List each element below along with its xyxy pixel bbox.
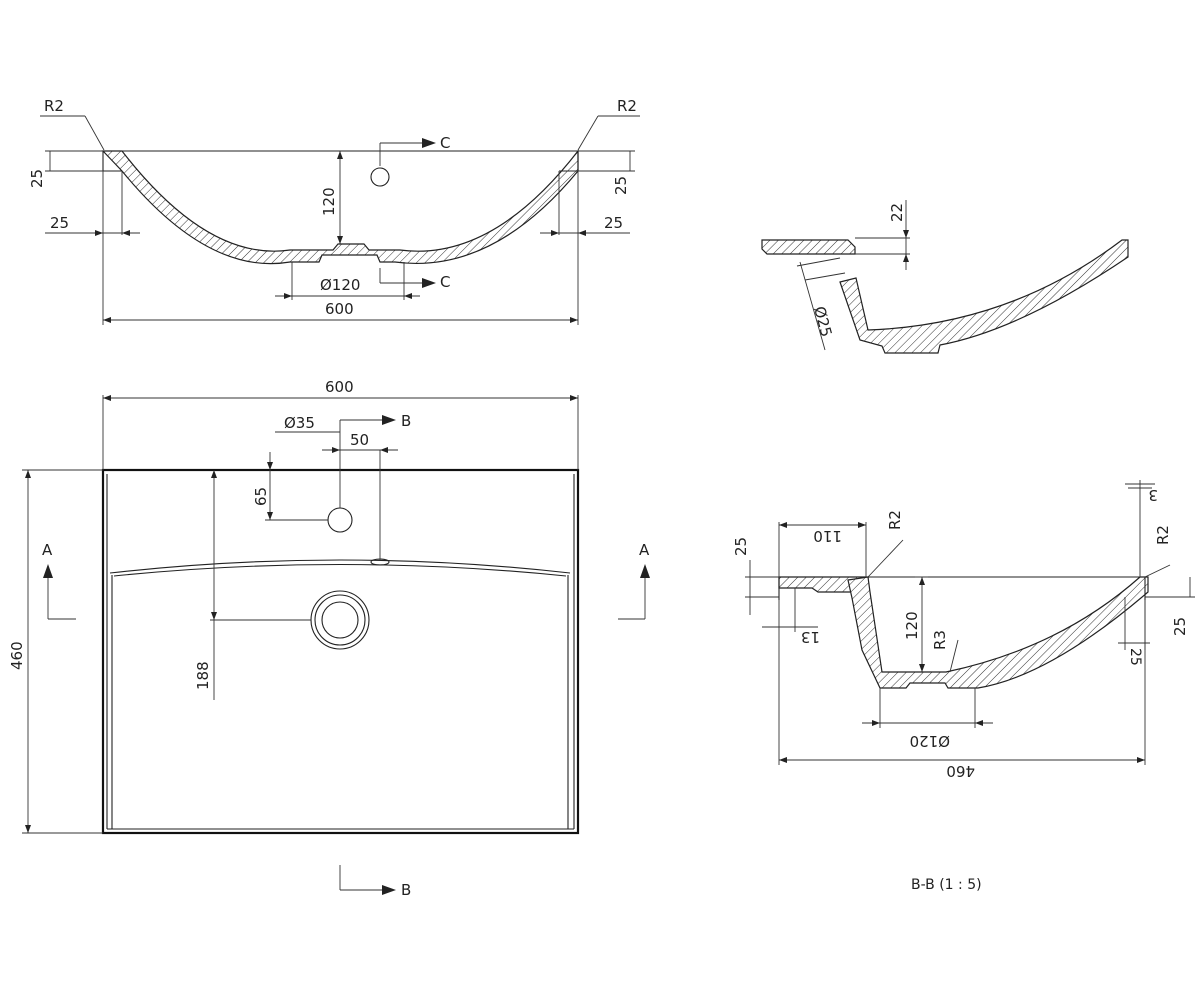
section-b-top-arrow xyxy=(382,415,396,425)
top-drain-outer xyxy=(310,590,370,650)
front-basin-section xyxy=(101,149,579,265)
bb-r3-leader xyxy=(949,639,959,673)
section-c-top-label: C xyxy=(440,134,450,152)
bb-r3-label: R3 xyxy=(931,630,949,650)
front-left-h25-arrow xyxy=(95,230,103,236)
detail-c-25-ext2 xyxy=(804,272,846,281)
bb-120-arrow-b xyxy=(919,664,925,672)
top-basin-front-curve xyxy=(109,559,571,574)
front-width-arrow-r xyxy=(570,317,578,323)
bb-460-label: 460 xyxy=(946,762,975,780)
bb-110-label: 110 xyxy=(813,527,842,545)
front-r2-right-leader2 xyxy=(577,115,599,151)
top-65-arrow-t xyxy=(267,462,273,470)
bb-25l-label: 25 xyxy=(732,537,750,556)
bb-460-arrow-l xyxy=(779,757,787,763)
section-b-top-label: B xyxy=(401,412,411,430)
bb-120-arrow-t xyxy=(919,577,925,585)
bb-110-arrow-r xyxy=(858,522,866,528)
top-height-arrow-b xyxy=(25,825,31,833)
front-right-h25-label: 25 xyxy=(604,214,623,232)
top-hole-dia-label: Ø35 xyxy=(284,414,315,432)
top-188-arrow-b xyxy=(211,612,217,620)
front-right-25-label: 25 xyxy=(612,176,630,195)
section-b-bot-arrow xyxy=(382,885,396,895)
top-basin-front-curve2 xyxy=(113,563,567,577)
bb-25r-label: 25 xyxy=(1171,617,1189,636)
bb-drain-arrow-l xyxy=(872,720,880,726)
top-width-label: 600 xyxy=(325,378,354,396)
section-a-right-label: A xyxy=(639,541,650,559)
top-width-arrow-r xyxy=(570,395,578,401)
detail-c-22-arrow-t xyxy=(903,230,909,238)
detail-c-basin-section xyxy=(839,239,1129,354)
bb-460-arrow-r xyxy=(1137,757,1145,763)
front-r2-left-label: R2 xyxy=(44,97,64,115)
bb-3-label: 3 xyxy=(1148,486,1158,504)
front-depth-arrow-top xyxy=(337,151,343,159)
bb-r2-left-leader xyxy=(867,539,904,578)
bb-drain-arrow-r xyxy=(975,720,983,726)
bb-drain-label: Ø120 xyxy=(910,732,950,750)
top-188-arrow-t xyxy=(211,470,217,478)
bb-110-arrow-l xyxy=(779,522,787,528)
top-outline xyxy=(101,468,580,835)
section-c-top-arrow xyxy=(422,138,436,148)
front-drain-arrow-l xyxy=(284,293,292,299)
detail-c-25-dimline xyxy=(799,261,826,351)
section-a-right-arrow xyxy=(640,564,650,578)
front-r2-left-leader2 xyxy=(84,115,105,151)
bb-basin-section xyxy=(847,576,1149,689)
bb-120-label: 120 xyxy=(903,611,921,640)
section-b-bot-label: B xyxy=(401,881,411,899)
bb-r2-left-label: R2 xyxy=(886,510,904,530)
front-r2-right-label: R2 xyxy=(617,97,637,115)
top-drain-mid xyxy=(314,594,366,646)
top-188-label: 188 xyxy=(194,661,212,690)
front-overflow-hole xyxy=(370,167,390,187)
front-depth-label: 120 xyxy=(320,187,338,216)
section-c-bot-arrow xyxy=(422,278,436,288)
top-65-arrow-b xyxy=(267,512,273,520)
detail-c-view: 22 Ø25 xyxy=(761,200,1129,354)
top-offset-arrow-l xyxy=(332,447,340,453)
detail-c-rim-section xyxy=(761,239,856,255)
front-drain-label: Ø120 xyxy=(320,276,360,294)
top-offset-label: 50 xyxy=(350,431,369,449)
front-width-label: 600 xyxy=(325,300,354,318)
front-drain-arrow-r xyxy=(404,293,412,299)
top-height-label: 460 xyxy=(8,641,26,670)
detail-c-22-label: 22 xyxy=(888,203,906,222)
detail-c-25-ext1 xyxy=(796,257,841,267)
bb-25s-label: 25 xyxy=(1127,648,1143,666)
detail-c-25-label: Ø25 xyxy=(810,304,835,339)
bb-r2-right-leader xyxy=(1144,564,1171,578)
section-a-left-label: A xyxy=(42,541,53,559)
front-right-h25-arrow xyxy=(551,230,559,236)
section-a-left-arrow xyxy=(43,564,53,578)
front-depth-arrow-bot xyxy=(337,236,343,244)
bb-caption: B-B (1 : 5) xyxy=(911,877,982,893)
front-view: R2 R2 25 25 25 25 120 Ø120 xyxy=(28,97,640,325)
top-height-arrow-t xyxy=(25,470,31,478)
front-width-arrow-l xyxy=(103,317,111,323)
top-drain-inner xyxy=(321,601,359,639)
front-left-h25-arrow2 xyxy=(122,230,130,236)
bb-13-label: 13 xyxy=(801,628,820,646)
top-offset-arrow-r xyxy=(380,447,388,453)
front-left-25-label: 25 xyxy=(28,169,46,188)
front-left-h25-label: 25 xyxy=(50,214,69,232)
bb-r2-right-label: R2 xyxy=(1154,525,1172,545)
top-65-label: 65 xyxy=(252,487,270,506)
detail-c-22-arrow-b xyxy=(903,254,909,262)
section-c-bot-label: C xyxy=(440,273,450,291)
top-tap-hole xyxy=(327,507,353,533)
section-bb-view: 110 R2 3 R2 25 13 120 R3 25 xyxy=(732,480,1195,893)
front-right-h25-arrow2 xyxy=(578,230,586,236)
top-view: 600 460 Ø35 B 50 65 188 xyxy=(8,378,650,899)
top-width-arrow-l xyxy=(103,395,111,401)
